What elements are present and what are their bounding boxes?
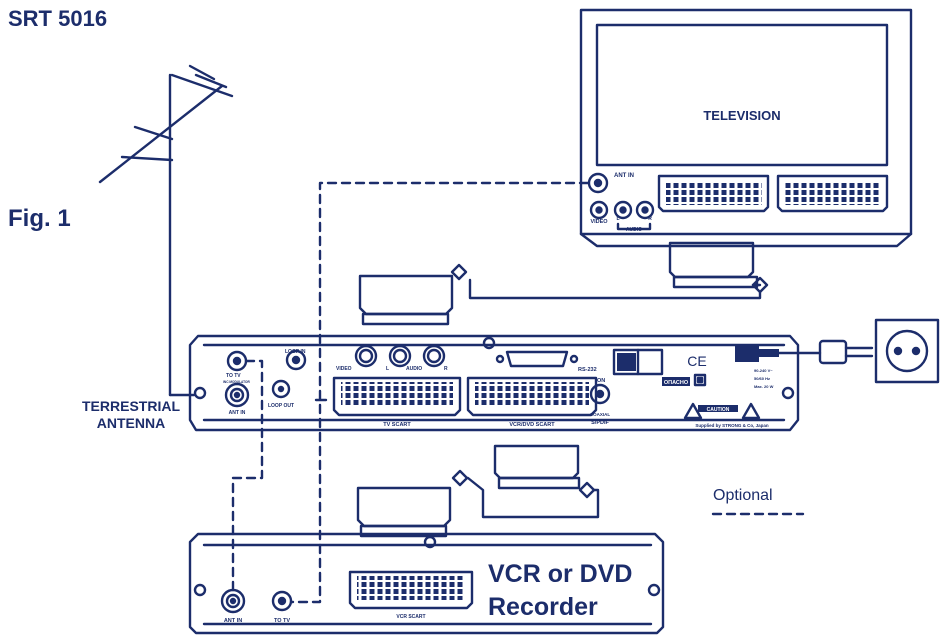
power-plug bbox=[777, 318, 940, 384]
rx-rs232-label: RS-232 bbox=[578, 367, 597, 373]
rx-caution-label: CAUTION bbox=[707, 407, 730, 413]
rf-cables-optional bbox=[231, 181, 805, 604]
tv-audio-l-label: L bbox=[616, 216, 619, 222]
rx-power-max: Max. 20 W bbox=[754, 384, 774, 389]
rx-danger-label: ОПАСНО bbox=[664, 380, 689, 386]
vcr-ant-in-label: ANT IN bbox=[224, 618, 242, 624]
tv-video-label: VIDEO bbox=[590, 219, 608, 225]
rx-audio-r-label: R bbox=[444, 366, 448, 372]
rx-video-label: VIDEO bbox=[336, 366, 352, 372]
rx-audio-l-label: L bbox=[386, 366, 389, 372]
vcr-scart-label: VCR SCART bbox=[396, 614, 425, 620]
rx-power-freq: 50/60 Hz bbox=[754, 376, 770, 381]
power-switch-on bbox=[617, 353, 636, 371]
television bbox=[579, 8, 913, 248]
tv-audio-label: AUDIO bbox=[626, 227, 642, 233]
rx-ce-mark: CE bbox=[687, 353, 706, 369]
figure-label: Fig. 1 bbox=[8, 205, 71, 232]
rx-on-label: ON bbox=[597, 378, 605, 384]
tv-scart-2-pins bbox=[785, 182, 881, 205]
rx-power-voltage: 90-240 V~ bbox=[754, 368, 773, 373]
vcr-title-line1: VCR or DVD bbox=[488, 560, 633, 588]
rx-audio-label: AUDIO bbox=[406, 366, 422, 372]
antenna-label-line1: TERRESTRIAL bbox=[82, 398, 180, 414]
rx-spdif-label: S/PDIF bbox=[591, 420, 609, 426]
vcr-dvd-scart-pins bbox=[475, 382, 589, 407]
scart-cable-vcr bbox=[356, 444, 600, 538]
optional-legend-label: Optional bbox=[713, 487, 773, 504]
rx-supplied-by: Supplied by STRONG & Co, Japan bbox=[695, 423, 769, 428]
tv-scart-pins bbox=[341, 382, 453, 407]
rx-inc-modulator-label: INC MODULATOR bbox=[223, 380, 250, 384]
tv-label: TELEVISION bbox=[703, 108, 780, 123]
rx-vcr-dvd-scart-label: VCR/DVD SCART bbox=[509, 422, 555, 428]
danger-plate bbox=[662, 377, 690, 386]
antenna-label: TERRESTRIAL ANTENNA bbox=[82, 398, 180, 432]
rx-to-tv-label: TO TV bbox=[226, 373, 241, 379]
vcr-recorder bbox=[188, 532, 665, 635]
model-title: SRT 5016 bbox=[8, 6, 108, 31]
antenna-label-line2: ANTENNA bbox=[96, 415, 166, 431]
rx-loop-out-label: LOOP OUT bbox=[268, 403, 294, 409]
rx-loop-in-label: LOOP IN bbox=[285, 349, 306, 355]
rx-off-label: OFF bbox=[665, 378, 677, 384]
rx-tv-scart-label: TV SCART bbox=[383, 422, 411, 428]
vcr-to-tv-label: TO TV bbox=[274, 618, 290, 624]
vcr-scart-pins bbox=[357, 576, 465, 600]
power-cord-socket bbox=[735, 344, 779, 362]
scart-cable-tv bbox=[358, 241, 769, 326]
tv-scart-1-pins bbox=[666, 182, 762, 205]
rx-ant-in-label: ANT IN bbox=[229, 410, 246, 416]
vcr-title-line2: Recorder bbox=[488, 593, 598, 621]
rx-coaxial-label: COAXIAL bbox=[590, 412, 611, 417]
caution-plate bbox=[698, 405, 738, 412]
tv-audio-r-label: R bbox=[648, 216, 652, 222]
tv-ant-in-label: ANT IN bbox=[614, 173, 634, 179]
terrestrial-antenna bbox=[98, 64, 234, 397]
vcr-title: VCR or DVD Recorder bbox=[488, 558, 632, 624]
